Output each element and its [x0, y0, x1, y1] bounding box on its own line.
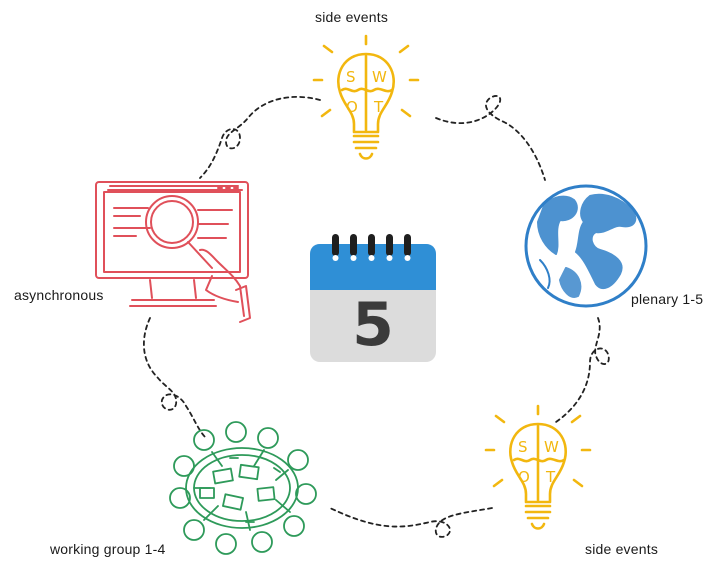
lightbulb-swot-icon: S W O T [312, 34, 420, 160]
magnifier-monitor-icon [95, 181, 251, 323]
svg-text:W: W [544, 438, 559, 456]
connector-right [555, 317, 610, 423]
label-side-events-top: side events [315, 9, 389, 25]
lightbulb-swot-icon: S W O T [484, 404, 592, 530]
calendar-day-number: 5 [352, 290, 394, 360]
label-working-group: working group 1-4 [50, 541, 166, 557]
svg-text:T: T [373, 98, 384, 116]
svg-text:S: S [518, 438, 528, 456]
label-plenary: plenary 1-5 [631, 291, 704, 307]
label-side-events-bottom: side events [585, 541, 659, 557]
connector-left [143, 317, 207, 439]
svg-text:O: O [346, 98, 358, 116]
working-group-table-icon [169, 421, 317, 555]
svg-text:S: S [346, 68, 356, 86]
label-asynchronous: asynchronous [14, 287, 104, 303]
svg-text:W: W [372, 68, 387, 86]
svg-text:T: T [545, 468, 556, 486]
connector-top-right [435, 95, 546, 181]
svg-text:O: O [518, 468, 530, 486]
calendar-icon [310, 234, 436, 362]
connector-bottom [329, 507, 493, 538]
globe-icon [524, 184, 648, 308]
dashed-connectors [143, 95, 610, 538]
connector-top-left [199, 96, 321, 179]
